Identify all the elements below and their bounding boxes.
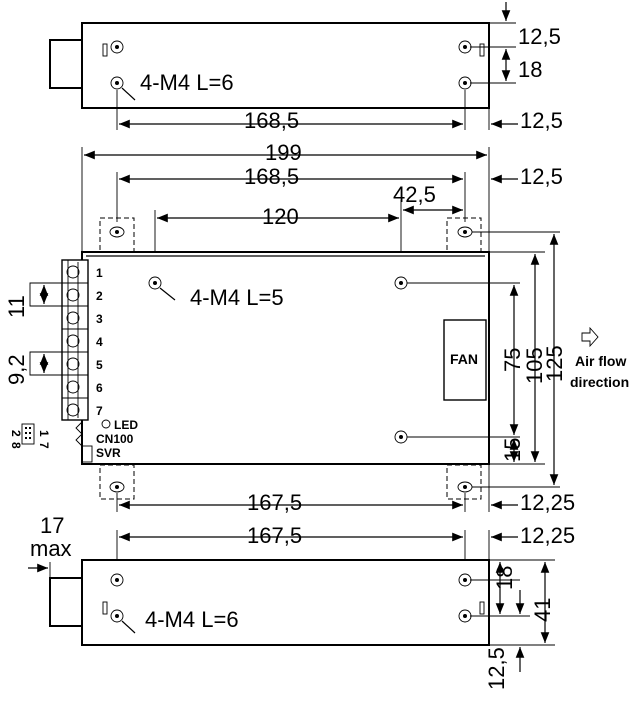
pitch-bracket (29, 282, 62, 307)
dim-75: 75 (500, 348, 525, 372)
mount-hole-icon (457, 226, 473, 238)
dim-168-5-top: 168,5 (244, 108, 299, 133)
mount-flange (446, 217, 482, 253)
led-icon (101, 419, 111, 429)
airflow-arrow-icon (581, 326, 599, 348)
leader-line (159, 287, 176, 301)
dim-max: max (30, 536, 72, 561)
dim-42-5: 42,5 (393, 182, 436, 207)
dim-41: 41 (530, 598, 555, 622)
dim-12-5-top: 12,5 (518, 24, 561, 49)
airflow-label-2: direction (570, 374, 629, 390)
screw-icon (148, 276, 162, 290)
dim-12-5-bottom: 12,5 (484, 647, 509, 690)
terminal-block (61, 259, 89, 421)
top-mount-label: 4-M4 L=6 (140, 70, 234, 95)
airflow-label-1: Air flow (575, 353, 626, 369)
bottom-mount-label: 4-M4 L=6 (145, 607, 239, 632)
mount-hole-icon (109, 226, 125, 238)
leader-line (121, 620, 136, 634)
mount-hole-icon (457, 481, 473, 493)
dim-12-5-main: 12,5 (520, 164, 563, 189)
dim-12-25-bottom: 12,25 (520, 523, 575, 548)
pin-label: 1 (96, 266, 103, 280)
slot (479, 43, 485, 57)
svr-label: SVR (96, 446, 121, 460)
screw-icon (110, 609, 124, 623)
connector-icon (21, 423, 35, 445)
led-label: LED (114, 418, 138, 432)
pitch-bracket (29, 351, 62, 376)
leader-line (121, 87, 136, 101)
top-view-connector-block (49, 39, 83, 89)
bottom-view: 17 max 167,5 12,25 4-M4 L=6 18 41 (28, 513, 575, 690)
mount-hole-icon (109, 481, 125, 493)
dim-11: 11 (4, 295, 29, 318)
pin-label: 3 (96, 312, 103, 326)
slot (102, 43, 108, 57)
mount-flange (99, 217, 135, 253)
cn-pin-1: 1 (37, 430, 51, 437)
cn-pin-8: 8 (9, 442, 23, 449)
main-view: 199 168,5 12,5 42,5 120 (4, 140, 629, 515)
connector-pins (25, 427, 31, 439)
cn-pin-2: 2 (9, 430, 23, 437)
slot (102, 601, 108, 615)
bottom-view-connector-block (49, 577, 83, 627)
dim-17: 17 (40, 513, 64, 538)
screw-icon (110, 40, 124, 54)
pin-label: 2 (96, 289, 103, 303)
dim-12-5-right: 12,5 (520, 108, 563, 133)
pin-label: 7 (96, 404, 103, 418)
pin-label: 5 (96, 358, 103, 372)
dim-105: 105 (522, 347, 547, 384)
main-body (81, 251, 490, 465)
screw-icon (110, 573, 124, 587)
dim-18: 18 (518, 57, 542, 82)
dim-15: 15 (500, 438, 525, 462)
pin-label: 4 (96, 335, 103, 349)
dim-199: 199 (265, 140, 302, 165)
dim-167-5-bottom: 167,5 (247, 523, 302, 548)
break-line (75, 421, 83, 447)
dim-167-5-main: 167,5 (247, 490, 302, 515)
fan-label: FAN (450, 351, 478, 367)
bottom-view-body (81, 559, 490, 646)
fan-box (443, 319, 487, 401)
screw-icon (110, 76, 124, 90)
top-view: 4-M4 L=6 12,5 18 168,5 12,5 (49, 2, 563, 133)
slot (479, 601, 485, 615)
dim-12-25-main: 12,25 (520, 490, 575, 515)
svr-block (81, 445, 93, 463)
dim-168-5-main: 168,5 (244, 164, 299, 189)
dim-18-bottom: 18 (492, 566, 517, 590)
dim-9-2: 9,2 (4, 354, 29, 385)
top-view-body (81, 22, 490, 109)
dim-120: 120 (262, 204, 299, 229)
dim-125: 125 (542, 345, 567, 382)
pin-label: 6 (96, 381, 103, 395)
cn100-label: CN100 (96, 432, 134, 446)
cn-pin-7: 7 (37, 442, 51, 449)
main-mount-label: 4-M4 L=5 (190, 285, 284, 310)
